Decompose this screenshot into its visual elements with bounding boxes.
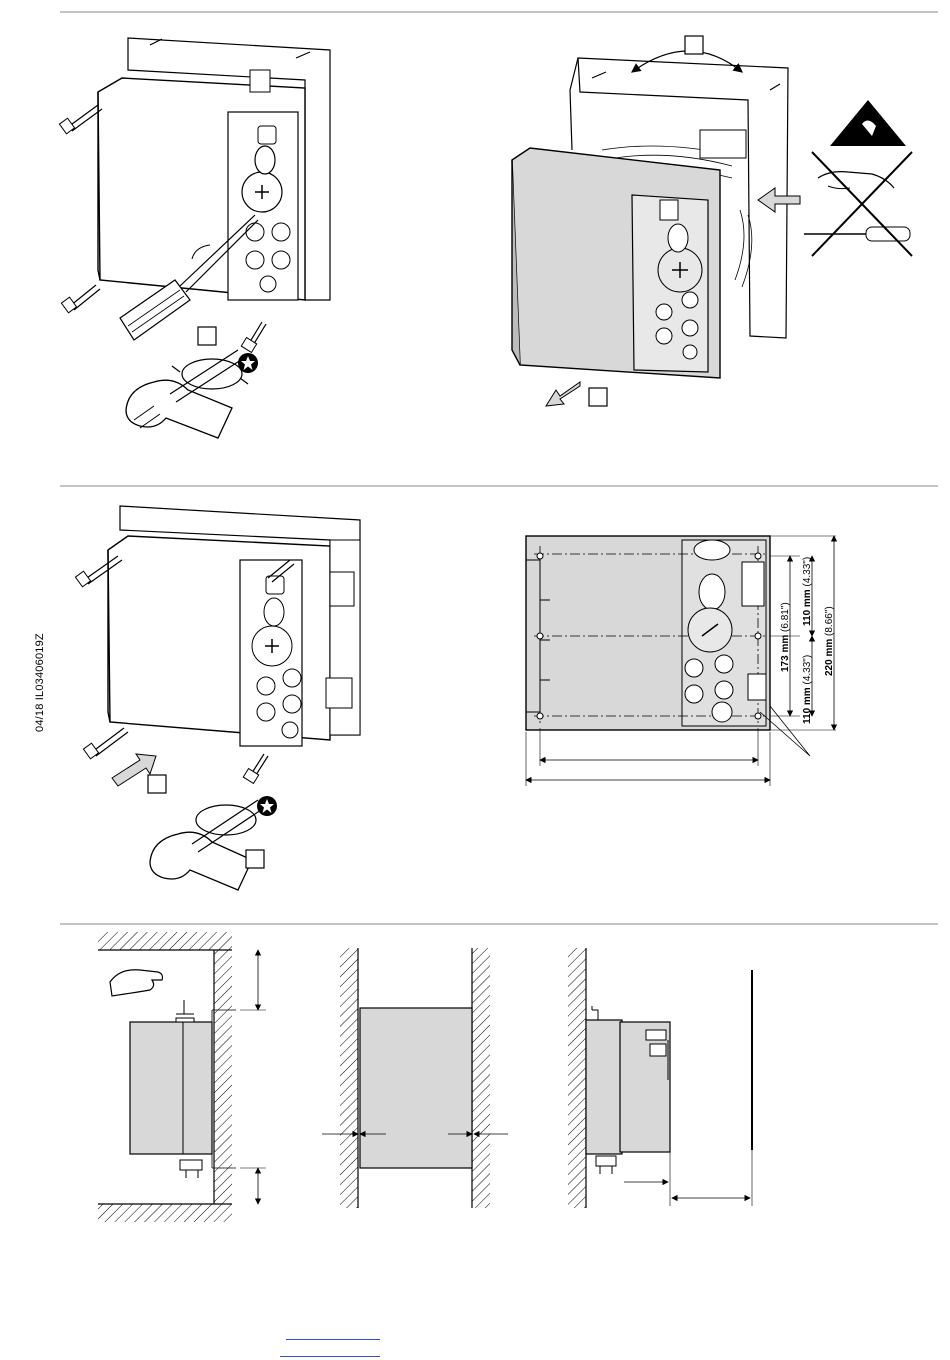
pull-arrow-icon: [546, 382, 580, 406]
panel-mount-unit: [75, 506, 360, 890]
screw-bottom-left: [61, 285, 100, 313]
step-box: [685, 36, 703, 54]
no-touch-icon: [818, 172, 894, 189]
panel-open-unit: [512, 36, 912, 406]
panel-clearance-front: [568, 948, 752, 1208]
hand-icon: [110, 970, 163, 996]
dim-110-bottom-label: 110 mm (4.33"): [802, 655, 813, 724]
step-box: [246, 850, 264, 868]
torque-wrench: [126, 350, 248, 438]
step-box: [198, 327, 216, 345]
panel-clearance-sides: [322, 948, 508, 1208]
footer-link-line: [286, 1339, 380, 1340]
dim-173-label: 173 mm (6.81"): [780, 602, 791, 672]
dim-110-top-label: 110 mm (4.33"): [802, 557, 813, 626]
step-box: [589, 388, 607, 406]
torque-wrench: [150, 800, 264, 890]
panel-remove-cover: [59, 38, 330, 438]
torx-star-icon: [238, 353, 258, 373]
panel-dimensions: 173 mm (6.81") 110 mm (4.33") 110 mm (4.…: [526, 536, 836, 786]
step-box: [148, 775, 166, 793]
screw-top-left: [59, 105, 102, 134]
dim-220-label: 220 mm (8.66"): [824, 606, 835, 676]
footer-link-line: [280, 1356, 380, 1357]
torx-star-icon: [257, 796, 277, 816]
screw-loose: [241, 322, 266, 352]
prohibition-cross: [812, 152, 912, 256]
panel-clearance-vertical: [98, 932, 266, 1222]
esd-warning-icon: [830, 100, 906, 146]
screwdriver-icon: [804, 227, 910, 241]
